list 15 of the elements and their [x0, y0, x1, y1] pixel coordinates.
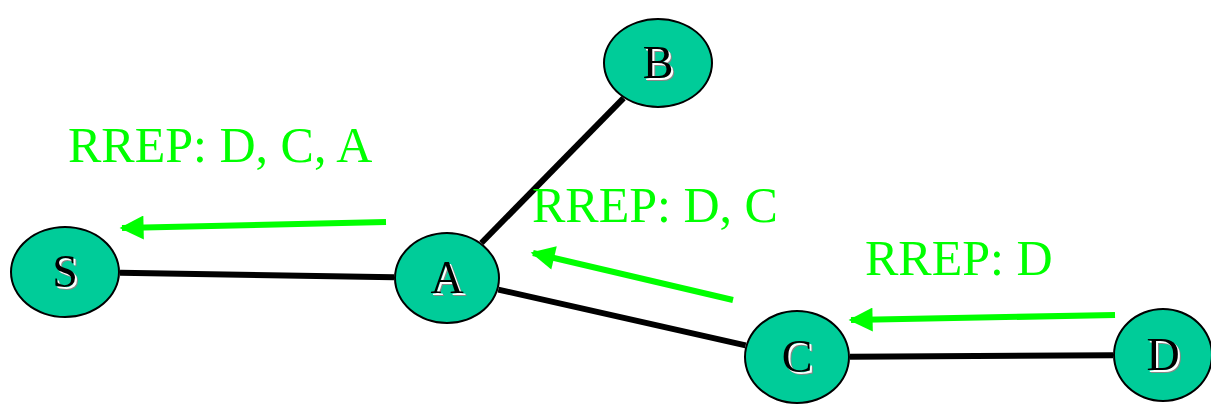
arrow	[119, 215, 387, 240]
arrow	[530, 246, 734, 303]
arrow	[848, 307, 1116, 332]
link-line	[849, 352, 1114, 360]
node-label: C	[781, 334, 813, 380]
node-label: A	[430, 255, 464, 301]
link-line	[119, 269, 395, 281]
edge-label: RREP: D, C	[532, 180, 778, 230]
node-label: S	[52, 249, 78, 295]
link-line	[497, 286, 747, 349]
edge-label: RREP: D	[865, 233, 1053, 283]
node-label: B	[642, 40, 674, 86]
link-line	[479, 96, 626, 246]
node-label: D	[1146, 332, 1180, 378]
edge-label: RREP: D, C, A	[68, 120, 373, 170]
